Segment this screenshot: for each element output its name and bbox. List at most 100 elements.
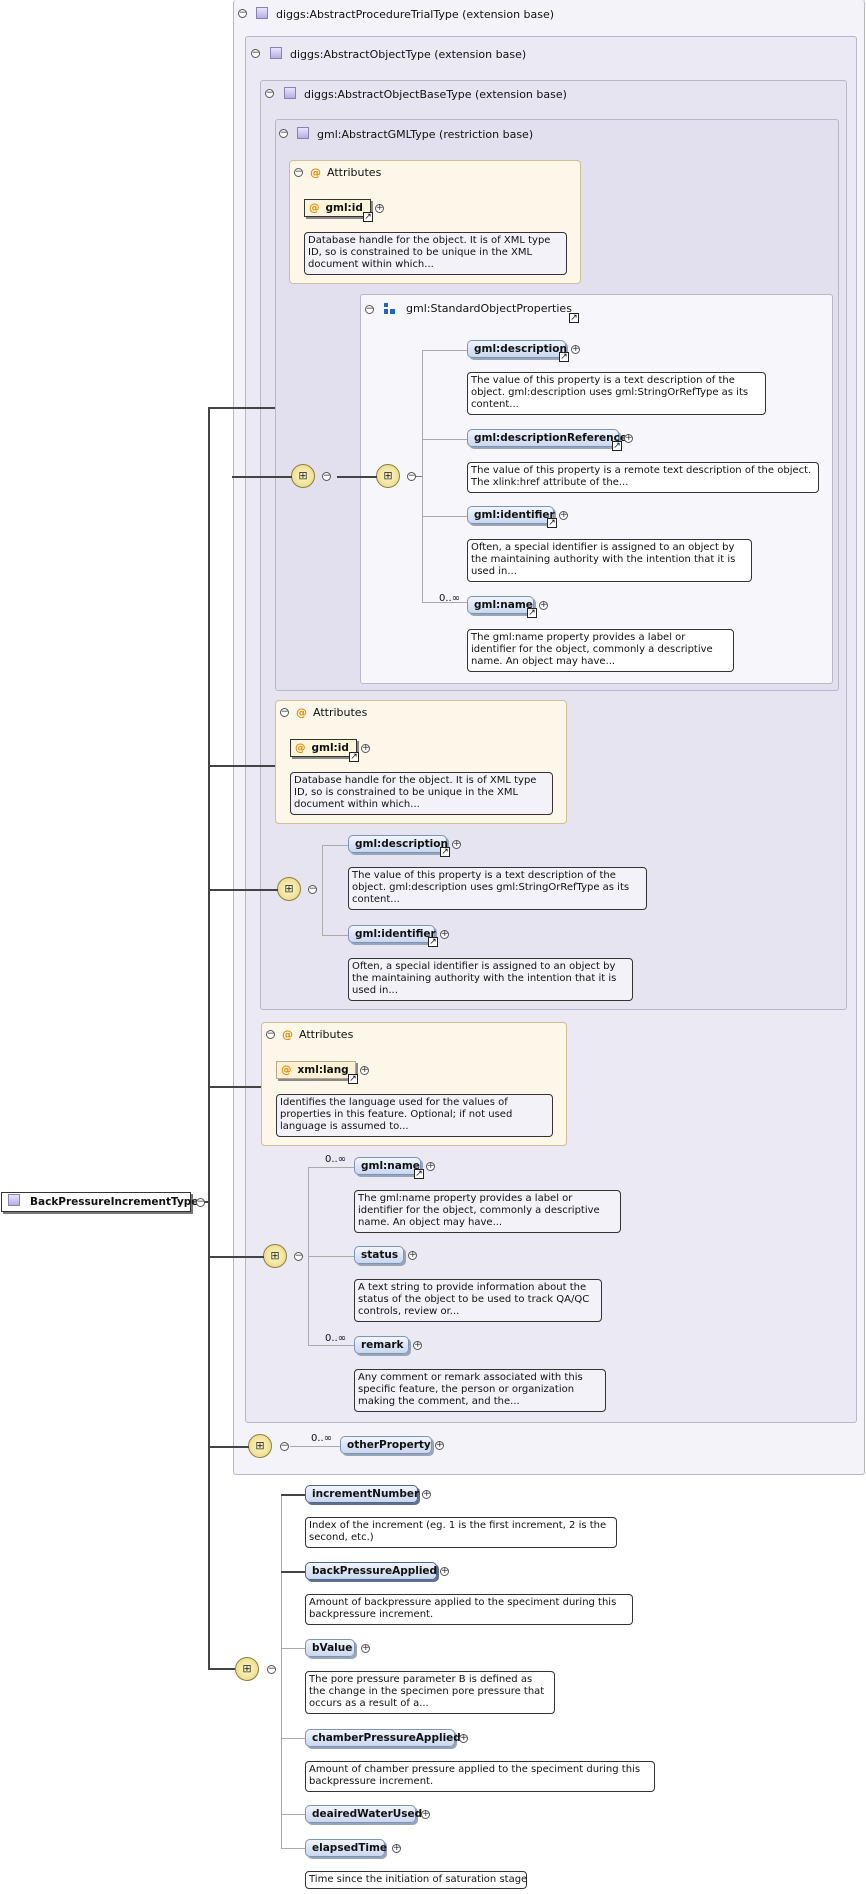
expand-element-toggle[interactable]: +: [426, 1161, 435, 1171]
remark-element[interactable]: remark: [354, 1336, 409, 1354]
expand-element-toggle[interactable]: +: [435, 1440, 444, 1450]
sequence-compositor-icon[interactable]: ⊞: [291, 464, 315, 488]
goto-definition-icon[interactable]: ↗: [547, 518, 557, 528]
increment-number-doc: Index of the increment (eg. 1 is the fir…: [305, 1517, 617, 1548]
goto-definition-icon[interactable]: ↗: [612, 441, 622, 451]
std-prop-description-doc: The value of this property is a text des…: [467, 372, 766, 415]
expand-element-toggle[interactable]: +: [413, 1340, 422, 1350]
expand-element-toggle[interactable]: +: [392, 1843, 401, 1853]
collapse-sequence-toggle[interactable]: −: [267, 1664, 276, 1674]
collapse-attributes-toggle[interactable]: −: [280, 707, 289, 717]
goto-definition-icon[interactable]: ↗: [527, 608, 537, 618]
elapsed-time-element[interactable]: elapsedTime: [305, 1839, 387, 1857]
b-value-doc: The pore pressure parameter B is defined…: [305, 1671, 555, 1714]
collapse-object-toggle[interactable]: −: [251, 48, 260, 58]
attribute-icon: @: [310, 166, 321, 179]
expand-element-toggle[interactable]: +: [539, 600, 548, 610]
connector-line: [281, 1848, 305, 1849]
expand-element-toggle[interactable]: +: [440, 1566, 449, 1576]
collapse-gml-attributes-toggle[interactable]: −: [294, 167, 303, 177]
base-description-doc: The value of this property is a text des…: [348, 867, 647, 910]
sequence-compositor-icon[interactable]: ⊞: [248, 1434, 272, 1458]
goto-definition-icon[interactable]: ↗: [440, 847, 450, 857]
group-icon: [384, 303, 395, 314]
connector-line: [281, 1814, 305, 1815]
complex-type-icon: [256, 7, 268, 19]
connector-line: [322, 845, 348, 846]
gml-id-attribute[interactable]: @gml:id: [304, 199, 371, 217]
connector-line: [208, 765, 275, 767]
expand-element-toggle[interactable]: +: [440, 929, 449, 939]
collapse-sequence-toggle[interactable]: −: [322, 471, 331, 481]
connector-line: [322, 845, 323, 935]
collapse-object-base-toggle[interactable]: −: [265, 88, 274, 98]
std-prop-name-doc: The gml:name property provides a label o…: [467, 629, 734, 672]
complex-type-icon: [284, 87, 296, 99]
expand-attribute-toggle[interactable]: +: [360, 1065, 369, 1075]
base-description-element[interactable]: gml:description: [348, 835, 448, 853]
deaired-water-used-element[interactable]: deairedWaterUsed: [305, 1805, 422, 1823]
expand-element-toggle[interactable]: +: [452, 839, 461, 849]
increment-number-element[interactable]: incrementNumber: [305, 1485, 419, 1503]
sequence-compositor-icon[interactable]: ⊞: [277, 877, 301, 901]
collapse-std-props-toggle[interactable]: −: [365, 304, 374, 314]
collapse-procedure-trial-toggle[interactable]: −: [238, 8, 247, 18]
attribute-icon: @: [281, 1064, 292, 1076]
chamber-pressure-applied-element[interactable]: chamberPressureApplied: [305, 1729, 461, 1747]
collapse-root-toggle[interactable]: −: [196, 1197, 205, 1207]
connector-line: [281, 1494, 305, 1496]
expand-element-toggle[interactable]: +: [624, 433, 633, 443]
status-element[interactable]: status: [354, 1246, 404, 1264]
root-element[interactable]: BackPressureIncrementType: [1, 1192, 198, 1212]
base-gml-id-attribute[interactable]: @gml:id: [290, 739, 357, 757]
expand-element-toggle[interactable]: +: [559, 510, 568, 520]
connector-line: [281, 1494, 282, 1848]
expand-element-toggle[interactable]: +: [421, 1809, 430, 1819]
expand-gml-id-toggle[interactable]: +: [375, 203, 384, 213]
gml-base-title: gml:AbstractGMLType (restriction base): [297, 127, 533, 141]
occurrence-label: 0..∞: [325, 1154, 347, 1165]
goto-definition-icon[interactable]: ↗: [414, 1169, 424, 1179]
goto-definition-icon[interactable]: ↗: [559, 352, 569, 362]
other-property-element[interactable]: otherProperty: [340, 1436, 432, 1454]
expand-element-toggle[interactable]: +: [361, 1643, 370, 1653]
back-pressure-applied-element[interactable]: backPressureApplied: [305, 1562, 437, 1580]
std-prop-description-reference-element[interactable]: gml:descriptionReference: [467, 429, 627, 447]
connector-line: [208, 889, 278, 891]
xml-lang-attribute[interactable]: @xml:lang: [276, 1061, 356, 1079]
expand-element-toggle[interactable]: +: [408, 1250, 417, 1260]
procedure-trial-base-title: diggs:AbstractProcedureTrialType (extens…: [256, 7, 554, 21]
standard-object-properties-title: gml:StandardObjectProperties: [406, 302, 572, 315]
std-prop-description-element[interactable]: gml:description: [467, 340, 567, 358]
collapse-sequence-toggle[interactable]: −: [280, 1441, 289, 1451]
b-value-element[interactable]: bValue: [305, 1639, 355, 1657]
connector-line: [308, 1345, 354, 1346]
object-attributes-title: @Attributes: [282, 1028, 354, 1041]
goto-definition-icon[interactable]: ↗: [348, 1074, 358, 1084]
base-identifier-doc: Often, a special identifier is assigned …: [348, 958, 633, 1001]
expand-element-toggle[interactable]: +: [459, 1733, 468, 1743]
group-icon-svg: [384, 303, 395, 314]
expand-element-toggle[interactable]: +: [422, 1489, 431, 1499]
base-identifier-element[interactable]: gml:identifier: [348, 925, 436, 943]
goto-definition-icon[interactable]: ↗: [349, 752, 359, 762]
goto-definition-icon[interactable]: ↗: [363, 212, 373, 222]
sequence-compositor-icon[interactable]: ⊞: [376, 464, 400, 488]
collapse-sequence-toggle[interactable]: −: [294, 1251, 303, 1261]
goto-definition-icon[interactable]: ↗: [428, 937, 438, 947]
goto-definition-icon[interactable]: ↗: [569, 313, 579, 323]
expand-attribute-toggle[interactable]: +: [361, 743, 370, 753]
collapse-attributes-toggle[interactable]: −: [266, 1029, 275, 1039]
std-prop-name-element[interactable]: gml:name: [467, 596, 534, 614]
gml-id-doc: Database handle for the object. It is of…: [304, 232, 567, 275]
expand-element-toggle[interactable]: +: [571, 344, 580, 354]
attribute-icon: @: [295, 742, 306, 754]
collapse-gml-toggle[interactable]: −: [279, 128, 288, 138]
connector-line: [208, 1446, 249, 1448]
object-name-element[interactable]: gml:name: [354, 1157, 421, 1175]
collapse-sequence-toggle[interactable]: −: [407, 471, 416, 481]
std-prop-identifier-element[interactable]: gml:identifier: [467, 506, 555, 524]
sequence-compositor-icon[interactable]: ⊞: [263, 1244, 287, 1268]
sequence-compositor-icon[interactable]: ⊞: [235, 1657, 259, 1681]
collapse-sequence-toggle[interactable]: −: [308, 884, 317, 894]
